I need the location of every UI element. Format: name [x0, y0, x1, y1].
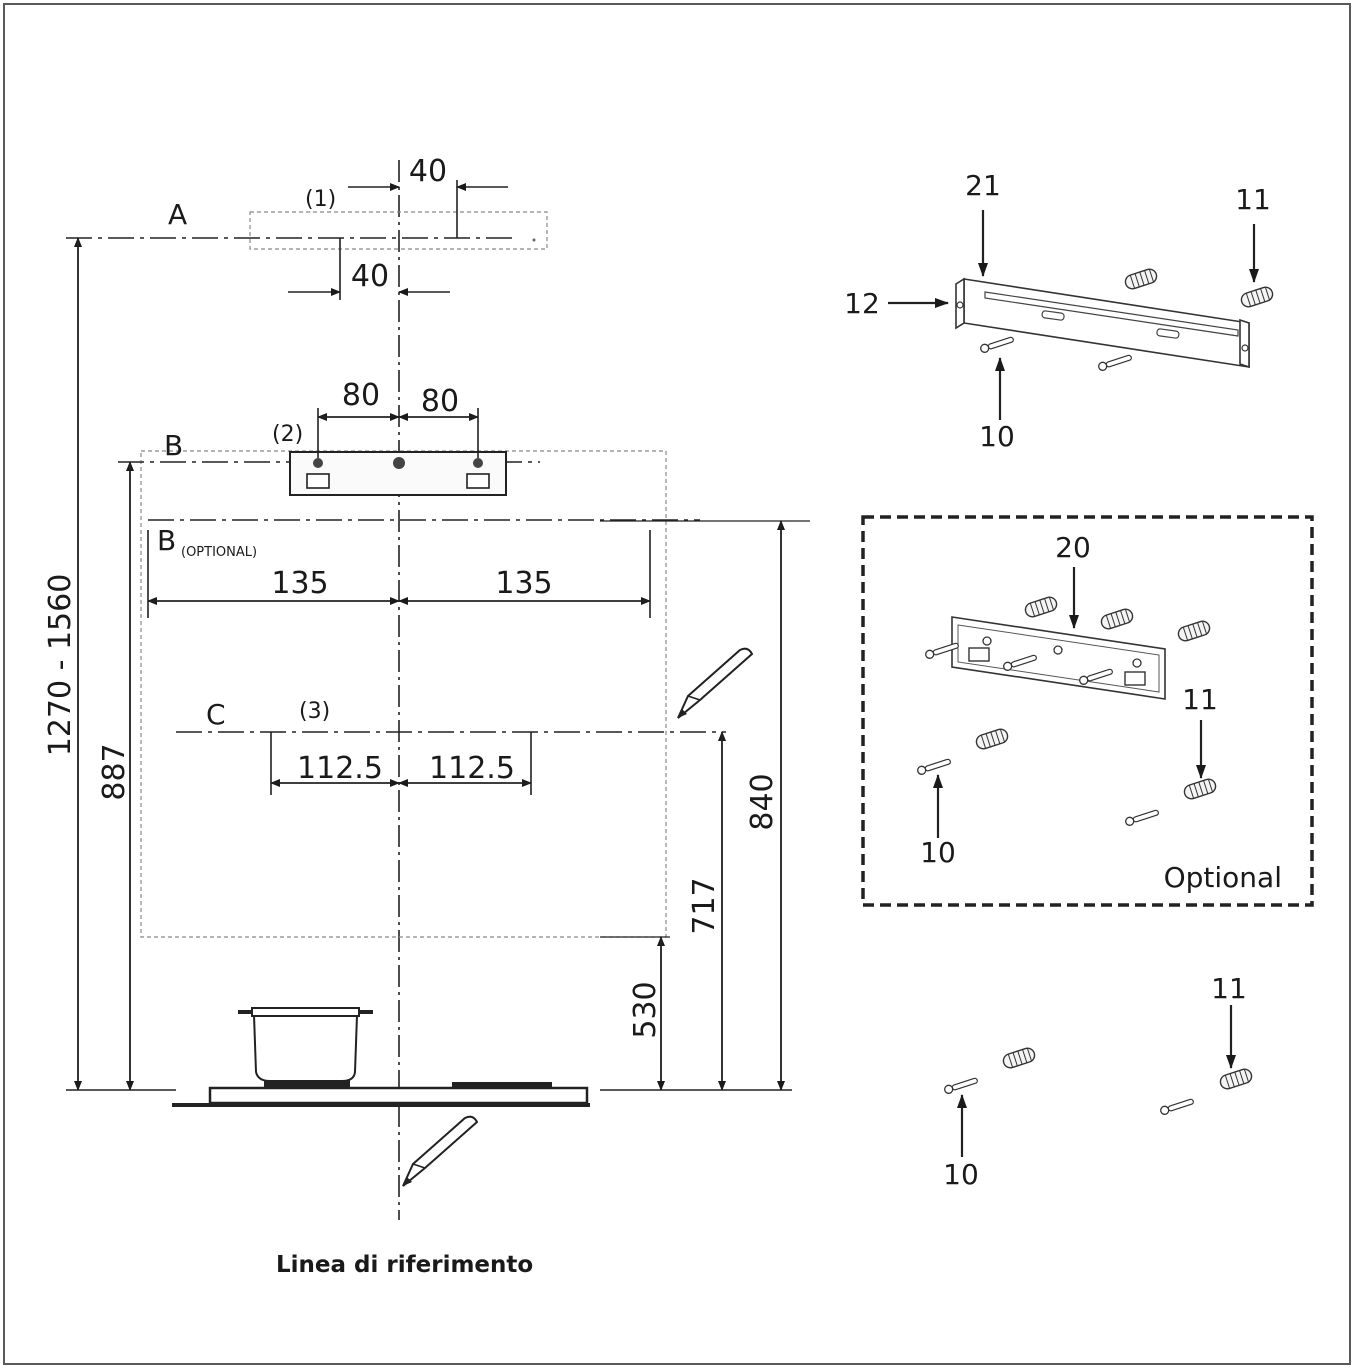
cooktop: [66, 1080, 792, 1107]
note-1: (1): [305, 187, 336, 212]
optional-label: Optional: [1164, 861, 1282, 894]
dim-40-bottom: 40: [351, 259, 389, 294]
line-a: A (1) 40 40: [66, 154, 548, 300]
dim-717: 717: [687, 877, 722, 934]
dim-80-right: 80: [421, 384, 459, 419]
vertical-dimensions: 1270 - 1560 887 840 717 530: [43, 237, 785, 1091]
part-10-bottom-label: 10: [943, 1158, 979, 1191]
part-10-optional-label: 10: [920, 836, 956, 869]
label-a: A: [168, 198, 187, 231]
part-20-label: 20: [1055, 531, 1091, 564]
note-3: (3): [299, 699, 330, 724]
pencil-icon-bottom: [402, 1115, 478, 1187]
dim-530: 530: [628, 981, 663, 1038]
part-11-bottom-label: 11: [1211, 972, 1247, 1005]
dim-40-top: 40: [409, 154, 447, 189]
part-11-optional-label: 11: [1182, 683, 1218, 716]
dim-1270-1560: 1270 - 1560: [43, 574, 78, 757]
part-21-label: 21: [965, 169, 1001, 202]
note-optional: (OPTIONAL): [181, 545, 257, 560]
line-b: B (2) 80 80: [118, 378, 540, 496]
dim-112-5-right: 112.5: [429, 751, 515, 786]
dim-80-left: 80: [342, 378, 380, 413]
part-11-label: 11: [1235, 183, 1271, 216]
label-b-optional: B: [157, 524, 176, 557]
cooking-pot: [238, 1007, 373, 1082]
part-10-label: 10: [979, 420, 1015, 453]
dim-887: 887: [97, 743, 132, 800]
dim-112-5-left: 112.5: [297, 751, 383, 786]
reference-line-caption: Linea di riferimento: [276, 1252, 533, 1278]
line-c: C (3) 112.5 112.5: [176, 698, 726, 795]
fixings-group-bottom: 11 10: [942, 972, 1255, 1191]
dim-840: 840: [745, 773, 780, 830]
optional-bracket-20-box: 20 11 10 Optional: [861, 515, 1314, 907]
note-2: (2): [272, 422, 303, 447]
dim-135-left: 135: [271, 566, 328, 601]
pencil-icon-right: [677, 647, 753, 719]
part-12-label: 12: [844, 287, 880, 320]
bracket-21-assembly: 21 11 12 10: [844, 169, 1276, 453]
line-b-optional: B (OPTIONAL) 135 135: [147, 519, 810, 618]
hood-outline: [140, 450, 667, 938]
dim-135-right: 135: [495, 566, 552, 601]
label-c: C: [206, 698, 226, 731]
page-border: [3, 3, 1351, 1365]
label-b: B: [164, 429, 183, 462]
